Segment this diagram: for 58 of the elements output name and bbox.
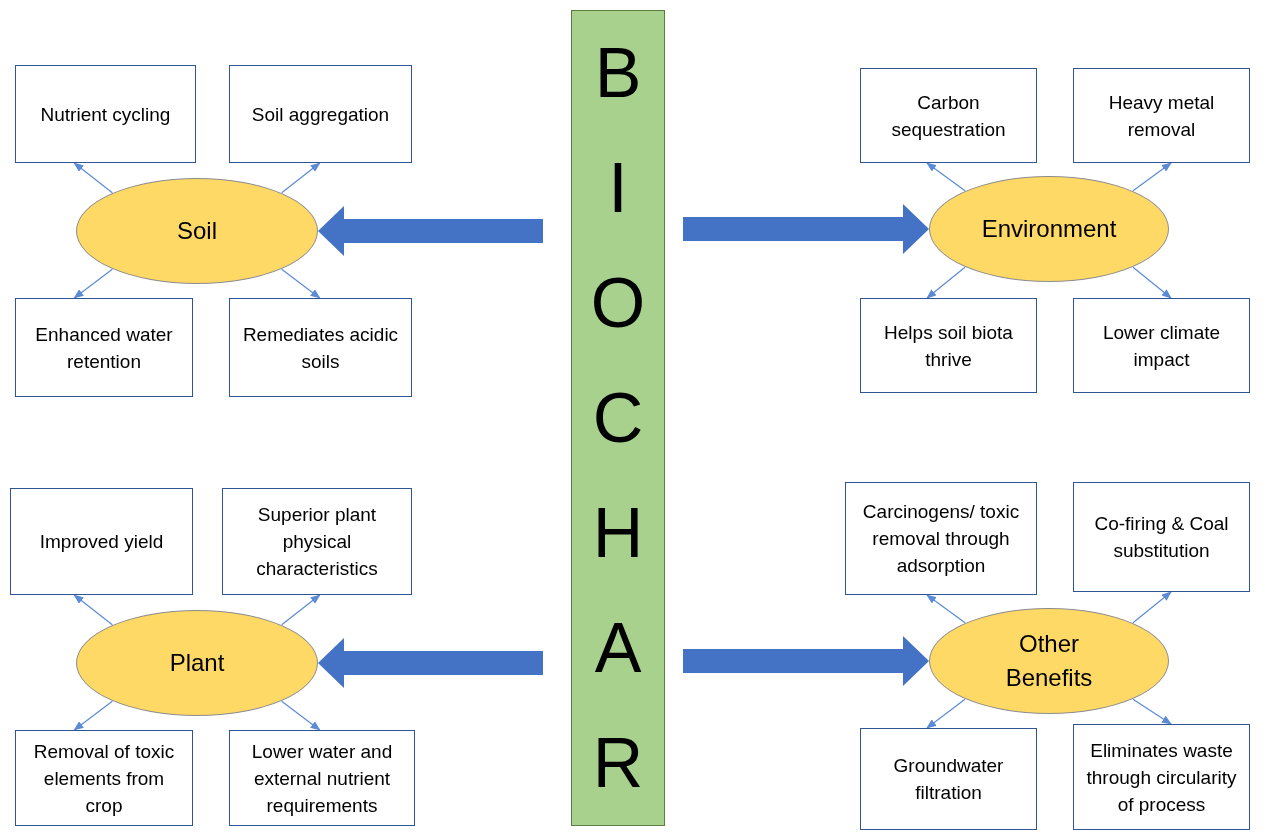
ellipse-label: Other Benefits — [1004, 629, 1094, 693]
benefit-box — [10, 488, 193, 595]
bar-title: BIOCHAR — [589, 32, 647, 804]
arrow — [926, 162, 966, 192]
benefit-box — [860, 728, 1037, 830]
box-text: Removal of toxic elements from crop — [32, 739, 176, 818]
benefit-box — [229, 730, 415, 826]
benefit-box — [860, 298, 1037, 393]
benefit-box — [229, 65, 412, 163]
vertical-bar — [571, 10, 665, 826]
box-text: Improved yield — [39, 530, 164, 554]
box-text: Remediates acidic soils — [241, 322, 400, 374]
arrow — [281, 594, 321, 626]
box-text: Eliminates waste through circularity of process — [1085, 738, 1238, 817]
ellipse-label: Soil — [177, 216, 217, 246]
arrow — [1132, 162, 1172, 192]
benefit-box — [845, 482, 1037, 595]
block-arrow — [683, 204, 929, 254]
arrow — [73, 700, 113, 731]
benefit-box — [860, 68, 1037, 163]
arrow — [1132, 591, 1172, 624]
arrow — [73, 594, 113, 626]
box-text: Nutrient cycling — [40, 102, 171, 127]
benefit-box — [229, 298, 412, 397]
arrow — [926, 266, 966, 299]
box-text: Carcinogens/ toxic removal through adsorption — [861, 500, 1021, 578]
box-text: Enhanced water retention — [34, 322, 174, 374]
benefit-box — [15, 65, 196, 163]
box-text: Groundwater filtration — [892, 754, 1005, 805]
arrow — [926, 594, 966, 624]
box-text: Carbon sequestration — [890, 90, 1007, 142]
box-text: Superior plant physical characteristics — [255, 503, 379, 581]
box-text: Lower water and external nutrient requirements — [250, 739, 394, 818]
block-arrow — [318, 206, 543, 256]
ellipse-label: Plant — [169, 648, 225, 678]
benefit-box — [1073, 68, 1250, 163]
box-text: Co-firing & Coal substitution — [1093, 512, 1230, 563]
arrow — [281, 700, 321, 731]
arrow — [281, 162, 321, 194]
arrow — [1132, 698, 1172, 725]
block-arrow — [318, 638, 543, 688]
arrow — [73, 268, 113, 299]
block-arrow — [683, 636, 929, 686]
benefit-box — [1073, 298, 1250, 393]
arrow — [926, 698, 966, 729]
ellipse-label: Environment — [981, 214, 1117, 244]
benefit-box — [15, 298, 193, 397]
arrow — [73, 162, 113, 194]
benefit-box — [1073, 482, 1250, 592]
benefit-box — [222, 488, 412, 595]
arrow — [1132, 266, 1172, 299]
box-text: Helps soil biota thrive — [883, 320, 1014, 372]
box-text: Lower climate impact — [1101, 320, 1222, 372]
box-text: Heavy metal removal — [1107, 90, 1216, 142]
benefit-box — [15, 730, 193, 826]
benefit-box — [1073, 724, 1250, 830]
box-text: Soil aggregation — [251, 102, 390, 127]
arrow — [281, 268, 321, 299]
